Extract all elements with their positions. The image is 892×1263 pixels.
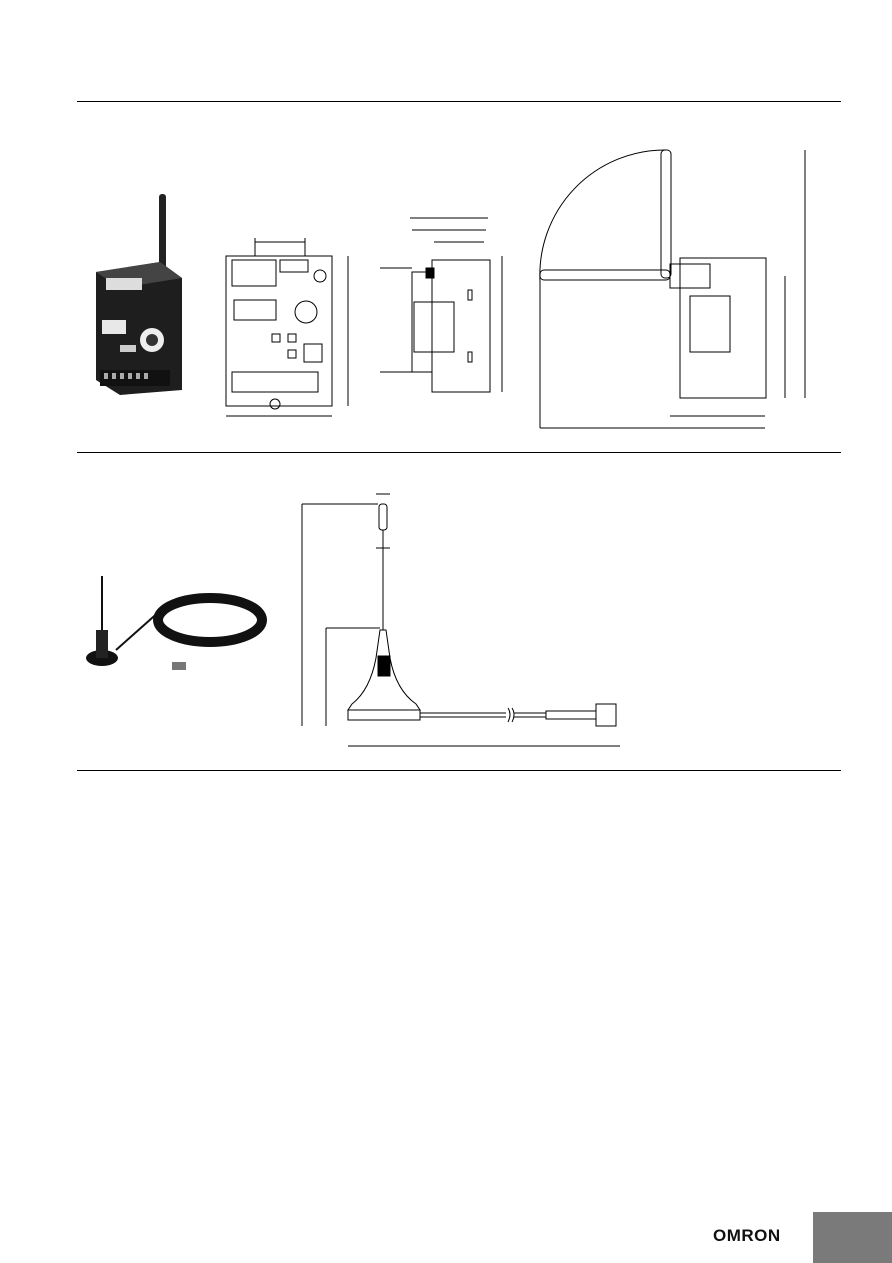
omron-logo: OMRON <box>713 1226 781 1245</box>
bottom-rule <box>77 770 841 771</box>
top-rule <box>77 101 841 102</box>
middle-rule <box>77 452 841 453</box>
side-view-drawing <box>372 212 507 412</box>
front-view-drawing <box>220 236 360 421</box>
page-tab-marker <box>813 1212 892 1263</box>
mounted-view-drawing <box>530 146 815 436</box>
wireless-unit-photo <box>96 194 182 395</box>
antenna-photo <box>86 572 270 670</box>
antenna-drawing <box>296 490 626 755</box>
